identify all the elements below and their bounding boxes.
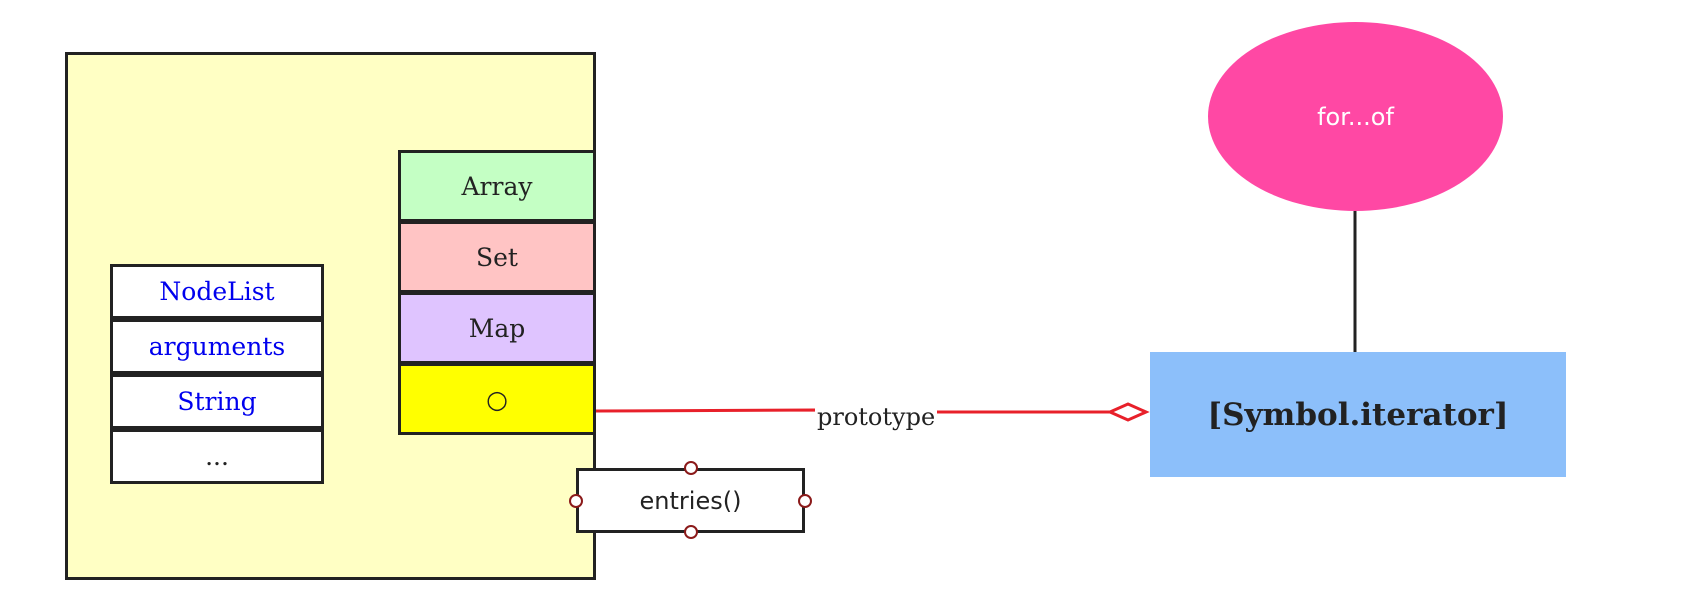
resize-handle-left[interactable] bbox=[569, 494, 583, 508]
prototype-label: prototype bbox=[815, 402, 938, 432]
entries-method-box[interactable]: entries() bbox=[576, 468, 805, 533]
stack-item-set: Set bbox=[398, 221, 596, 293]
resize-handle-bottom[interactable] bbox=[684, 525, 698, 539]
symbol-iterator-label: [Symbol.iterator] bbox=[1207, 396, 1509, 433]
stack-item-map: Map bbox=[398, 292, 596, 364]
symbol-iterator-box: [Symbol.iterator] bbox=[1150, 352, 1566, 477]
list-item-ellipsis: ... bbox=[110, 429, 324, 484]
list-item-string: String bbox=[110, 374, 324, 429]
resize-handle-top[interactable] bbox=[684, 461, 698, 475]
for-of-label: for...of bbox=[1317, 102, 1394, 131]
for-of-ellipse: for...of bbox=[1208, 22, 1503, 211]
stack-item-array: Array bbox=[398, 150, 596, 222]
aggregation-diamond bbox=[1106, 402, 1150, 422]
entries-label: entries() bbox=[639, 486, 742, 515]
stack-item-prototype-object: ○ bbox=[398, 363, 596, 435]
list-item-nodelist: NodeList bbox=[110, 264, 324, 319]
list-item-arguments: arguments bbox=[110, 319, 324, 374]
resize-handle-right[interactable] bbox=[798, 494, 812, 508]
